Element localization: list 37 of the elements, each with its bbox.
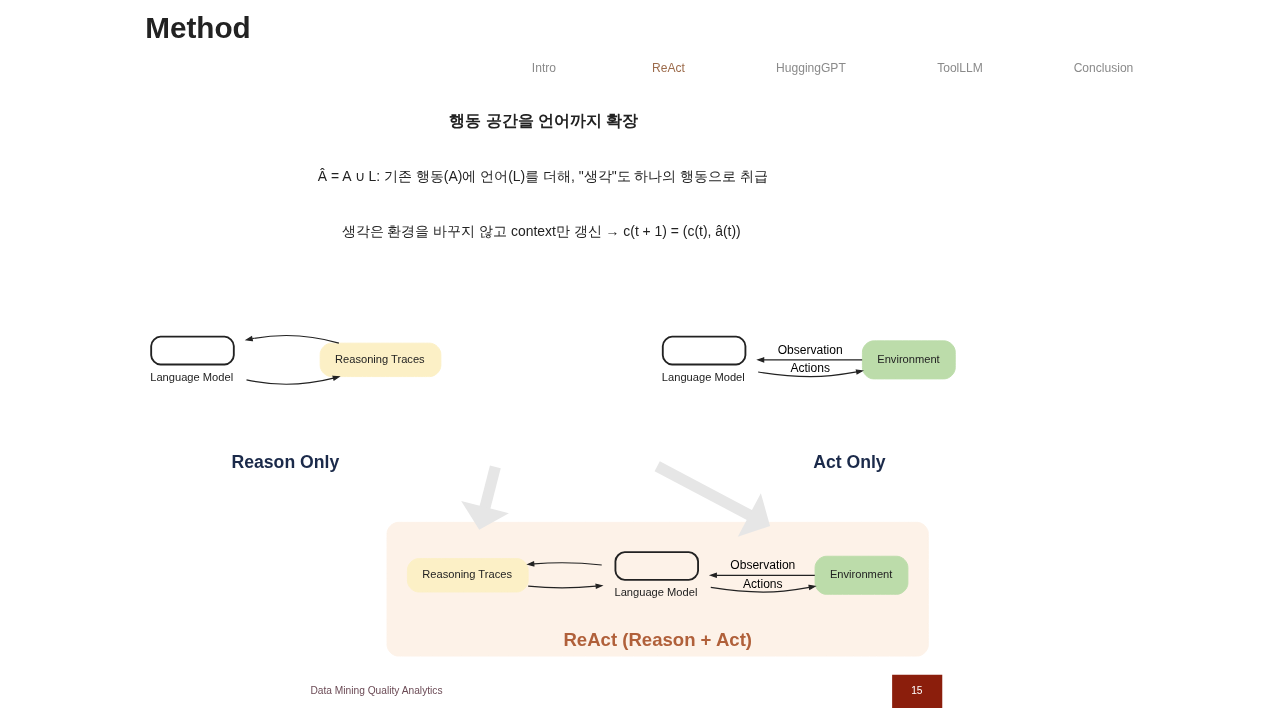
arrow	[708, 572, 815, 579]
node-box	[614, 551, 699, 581]
label: ReAct	[651, 60, 685, 75]
node-box	[149, 335, 235, 366]
node-label: Language Model	[149, 370, 233, 383]
edge-label: Actions	[742, 576, 783, 591]
arrow	[709, 584, 817, 593]
node-box: Reasoning Traces	[406, 558, 529, 593]
label: ToolLLM	[936, 60, 983, 75]
edge-label: Observation	[777, 342, 843, 357]
label: 행동 공간을 언어까지 확장	[448, 112, 638, 130]
arrow	[245, 375, 341, 385]
label: Â = A ∪ L: 기존 행동(A)에 언어(L)를 더해, "생각"도 하나의 행동으로 취급	[317, 168, 768, 185]
node-label: Language Model	[614, 586, 697, 599]
label: 15	[910, 684, 923, 696]
arrow	[527, 583, 604, 590]
diagram-title: Method	[144, 11, 251, 45]
label: Intro	[531, 60, 556, 75]
label: HuggingGPT	[775, 60, 846, 75]
node-box	[661, 335, 746, 366]
arrow	[525, 561, 602, 567]
label: Reason Only	[230, 452, 339, 473]
arrow	[757, 369, 864, 378]
edge-label: Actions	[789, 361, 830, 376]
node-box: Reasoning Traces	[319, 342, 441, 378]
arrow	[460, 465, 509, 530]
node-box: Environment	[814, 555, 908, 595]
edge-label: Observation	[729, 558, 795, 573]
label: Data Mining Quality Analytics	[309, 684, 443, 696]
arrow	[654, 461, 770, 537]
arrow	[755, 357, 863, 363]
node-box: Environment	[861, 340, 956, 380]
label: Act Only	[812, 452, 886, 473]
node-label: Language Model	[661, 370, 745, 383]
label: 생각은 환경을 바꾸지 않고 context만 갱신 → c(t + 1) = (c(t), â(t))	[341, 223, 741, 240]
label: Conclusion	[1073, 60, 1133, 75]
arrow	[244, 334, 339, 344]
